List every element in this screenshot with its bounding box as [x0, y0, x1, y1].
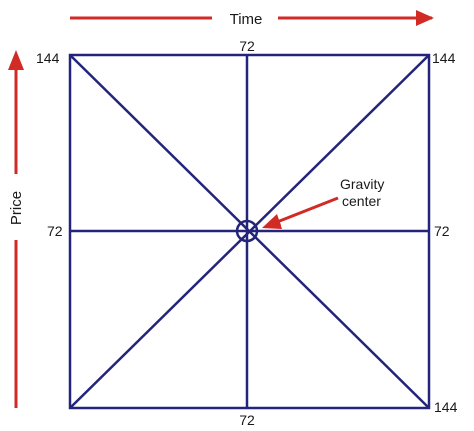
label-right-middle: 72: [434, 223, 450, 239]
label-top-center: 72: [239, 38, 255, 54]
time-axis-arrowhead: [416, 10, 434, 26]
time-axis-label: Time: [230, 11, 263, 28]
gravity-label-line1: Gravity: [340, 176, 384, 192]
price-axis-arrowhead: [8, 50, 24, 70]
label-bottom-right: 144: [434, 399, 458, 415]
label-top-left: 144: [36, 50, 60, 66]
label-top-right: 144: [432, 50, 456, 66]
gravity-label-line2: center: [342, 193, 381, 209]
label-bottom-center: 72: [239, 412, 255, 428]
gravity-center-arrowhead: [262, 214, 282, 229]
gravity-center-arrow: [270, 196, 339, 226]
gravity-center-circle: [235, 219, 259, 243]
label-left-middle: 72: [47, 223, 63, 239]
price-axis-label: Price: [8, 191, 25, 225]
